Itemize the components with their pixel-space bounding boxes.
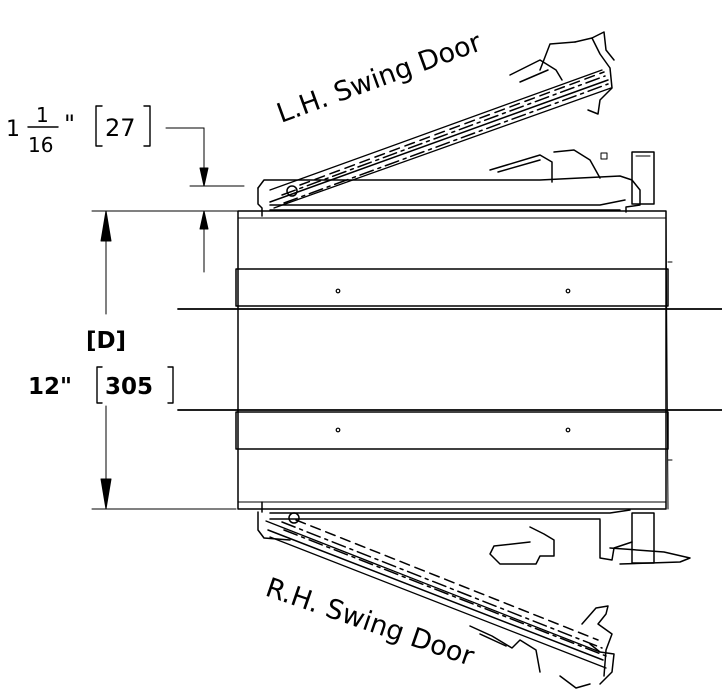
metric-brackets [27, 105, 174, 404]
dim-top-numerator: 1 [36, 103, 49, 127]
dim-top-lines [165, 127, 245, 273]
dim-d-metric: 305 [105, 374, 153, 400]
dim-top-inch-mark: " [64, 110, 75, 138]
conveyor-body [237, 210, 673, 510]
lh-swing-door-label: L.H. Swing Door [273, 27, 487, 130]
dim-top-whole: 1 [6, 117, 20, 142]
dim-d-lines [91, 210, 237, 510]
rh-swing-door [265, 519, 615, 689]
dim-top-metric: 27 [105, 114, 136, 142]
fastener-dots [335, 288, 571, 433]
rh-swing-door-label: R.H. Swing Door [262, 572, 479, 673]
dim-top-denominator: 16 [28, 133, 53, 157]
dim-d-imperial: 12" [28, 374, 72, 400]
belt-bands [177, 268, 722, 450]
lh-swing-door [269, 31, 615, 209]
bottom-mechanism [257, 501, 691, 565]
dim-d-tag: [D] [86, 328, 126, 354]
top-mechanism [257, 149, 655, 217]
